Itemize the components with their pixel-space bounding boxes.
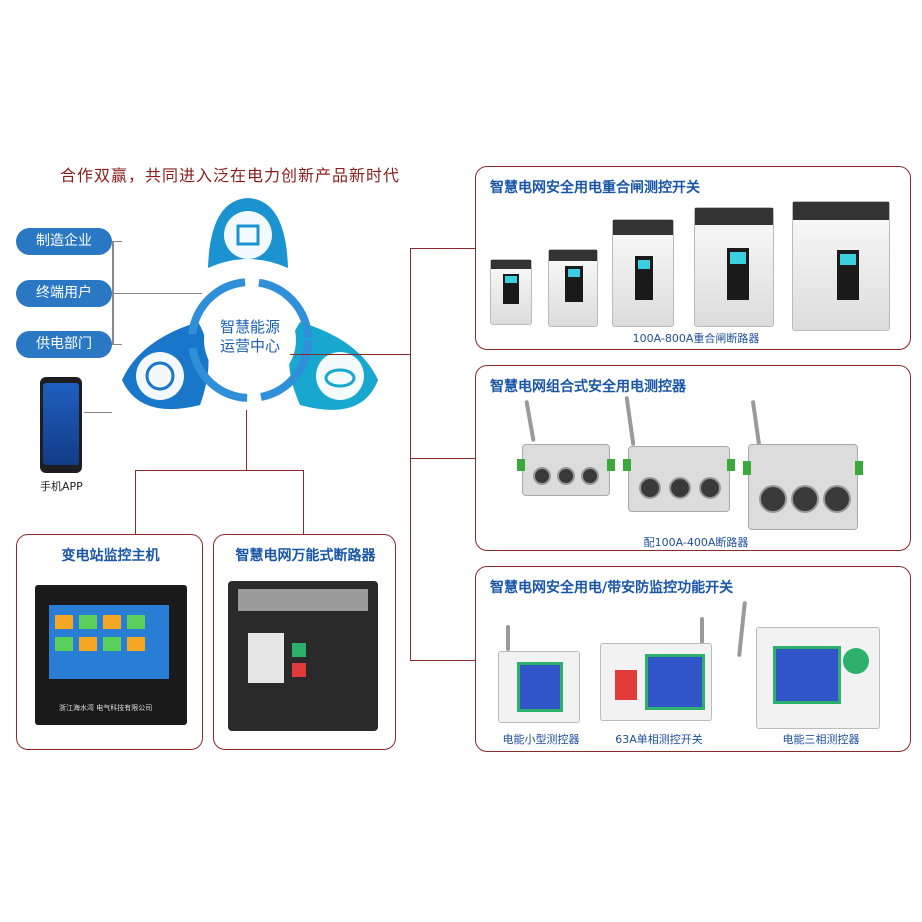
combined-caption: 配100A-400A断路器 (643, 536, 749, 549)
acb-green-button (292, 643, 306, 657)
network-globe-icon-shape (145, 361, 175, 391)
phone-label: 手机APP (40, 480, 83, 493)
security-title: 智慧电网安全用电/带安防监控功能开关 (490, 580, 734, 596)
security-caption-2: 63A单相测控开关 (615, 733, 703, 746)
single-phase-switch (600, 643, 712, 721)
phone-app-device[interactable] (40, 377, 82, 473)
acb-top-vents (238, 589, 368, 611)
antenna-2 (624, 395, 636, 447)
recloser-title: 智慧电网安全用电重合闸测控开关 (490, 180, 700, 196)
ct-module-2 (623, 446, 735, 512)
acb-title: 智慧电网万能式断路器 (235, 548, 376, 564)
center-line2: 运营中心 (219, 337, 280, 355)
breaker-5 (792, 201, 890, 331)
right-bus-line (410, 248, 411, 660)
panel-acb: 智慧电网万能式断路器 (213, 534, 396, 750)
phone-connector (84, 412, 112, 413)
center-ring (188, 278, 312, 402)
security-caption-3: 电能三相测控器 (782, 733, 860, 746)
panel-security: 智慧电网安全用电/带安防监控功能开关 电能小型测控器 63A单相测控开关 电能三… (475, 566, 911, 752)
center-label: 智慧能源 运营中心 (210, 318, 290, 356)
pill-connector-2 (112, 293, 202, 294)
panel-substation: 变电站监控主机 浙江海水湾 电气科技有限公司 (16, 534, 203, 750)
to-substation-line (135, 470, 136, 534)
combined-title: 智慧电网组合式安全用电测控器 (490, 379, 686, 395)
ct-module-1 (517, 444, 615, 496)
acb-red-button (292, 663, 306, 677)
monitor-footer: 浙江海水湾 电气科技有限公司 (59, 704, 153, 712)
breaker-2 (548, 249, 598, 327)
network-globe-icon (136, 352, 184, 400)
ct-module-3 (743, 444, 863, 530)
antenna-3 (750, 399, 762, 447)
hub-down-line (246, 410, 247, 470)
to-acb-line (303, 470, 304, 534)
center-disc (204, 294, 296, 386)
substation-title: 变电站监控主机 (61, 548, 160, 564)
hub-to-bus-line (290, 354, 410, 355)
small-meter (498, 651, 580, 723)
phone-screen (43, 383, 79, 465)
bus-to-security (410, 660, 475, 661)
pill-connector-3 (112, 344, 122, 345)
breaker-3 (612, 219, 674, 327)
acb-body (228, 581, 378, 731)
panel-combined: 智慧电网组合式安全用电测控器 配100A-400A断路器 (475, 365, 911, 551)
breaker-1 (490, 259, 532, 325)
monitor-screen (49, 605, 169, 679)
pill-power-supply[interactable]: 供电部门 (16, 331, 112, 358)
wrench-cube-icon-shape (236, 224, 260, 246)
eye-document-icon (316, 352, 364, 400)
bottom-split-line (135, 470, 303, 471)
security-caption-1: 电能小型测控器 (502, 733, 580, 746)
three-phase-meter (756, 627, 880, 729)
recloser-caption: 100A-800A重合闸断路器 (632, 332, 760, 345)
pill-end-users[interactable]: 终端用户 (16, 280, 112, 307)
bus-to-combined (410, 458, 475, 459)
pill-manufacturers[interactable]: 制造企业 (16, 228, 112, 255)
antenna-1 (524, 399, 536, 443)
panel-recloser: 智慧电网安全用电重合闸测控开关 100A-800A重合闸断路器 (475, 166, 911, 350)
bus-to-recloser (410, 248, 475, 249)
antenna-4 (506, 625, 510, 651)
trefoil-hub (122, 198, 378, 410)
antenna-5 (700, 617, 704, 647)
pill-connector-1 (112, 241, 122, 242)
slogan: 合作双赢，共同进入泛在电力创新产品新时代 (59, 166, 400, 185)
center-line1: 智慧能源 (219, 318, 280, 336)
antenna-6 (737, 600, 747, 658)
breaker-4 (694, 207, 774, 327)
wrench-cube-icon (224, 211, 272, 259)
eye-document-icon-shape (324, 368, 356, 388)
monitor-frame: 浙江海水湾 电气科技有限公司 (35, 585, 187, 725)
acb-controller (248, 633, 284, 683)
